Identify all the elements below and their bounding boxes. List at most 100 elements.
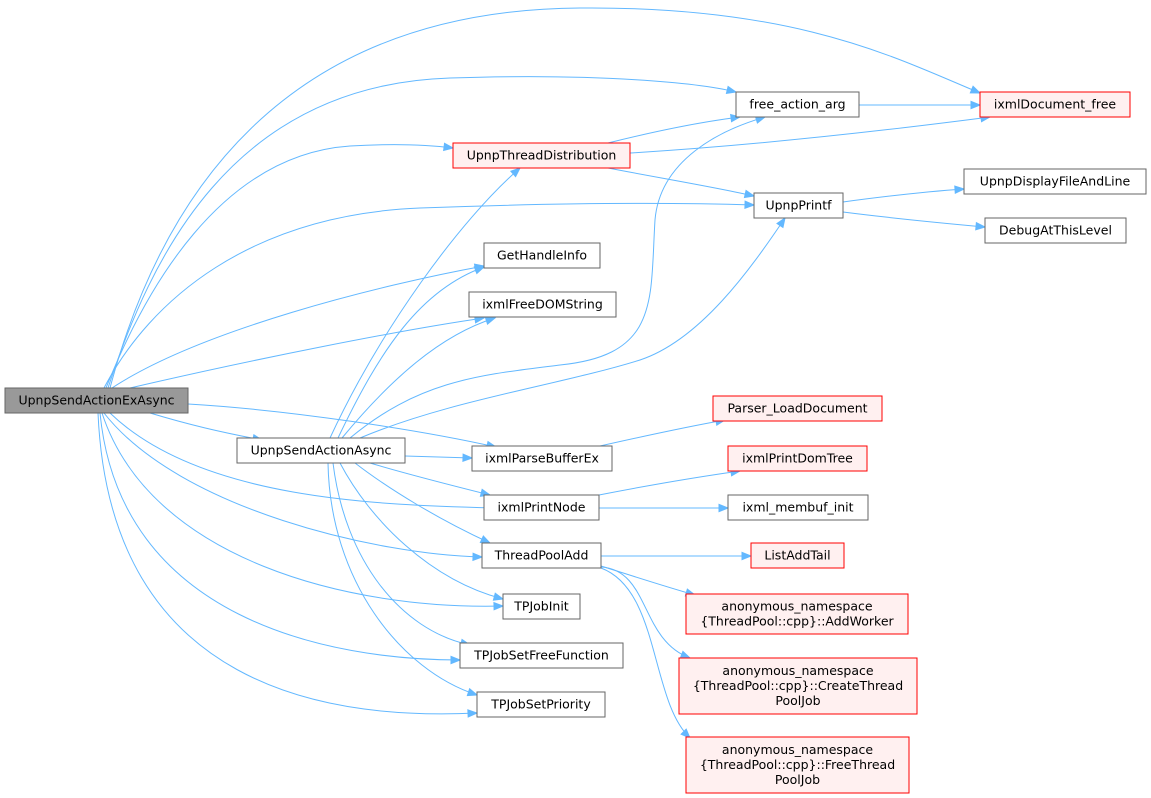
node-box: [452, 142, 631, 169]
node-ixmlDocument_free[interactable]: ixmlDocument_free: [979, 91, 1131, 118]
node-box: [984, 217, 1127, 244]
edge-root-to-UpnpThreadDistribution: [105, 142, 455, 389]
node-free_action_arg[interactable]: free_action_arg: [735, 91, 860, 118]
node-box: [963, 168, 1147, 195]
node-DebugAtThisLevel[interactable]: DebugAtThisLevel: [984, 217, 1127, 244]
edge-root-to-GetHandleInfo: [111, 263, 486, 389]
node-label: anonymous_namespace: [722, 742, 873, 757]
edge-arrowhead: [776, 216, 786, 229]
node-UpnpDisplayFileAndLine[interactable]: UpnpDisplayFileAndLine: [963, 168, 1147, 195]
node-TPJobSetFreeFunction[interactable]: TPJobSetFreeFunction: [459, 642, 624, 669]
node-label: ThreadPoolAdd: [494, 548, 589, 563]
edge-line: [842, 188, 965, 203]
edge-arrowhead: [462, 453, 474, 463]
node-ixml_membuf_init[interactable]: ixml_membuf_init: [727, 494, 869, 521]
node-label: TPJobSetFreeFunction: [473, 648, 609, 663]
edge-line: [97, 412, 478, 715]
edge-UpnpSendActionAsync-to-ThreadPoolAdd: [354, 462, 492, 544]
node-root[interactable]: UpnpSendActionExAsync: [4, 387, 189, 414]
edge-ixmlPrintNode-to-ixmlPrintDomTree: [598, 468, 742, 496]
edge-arrowhead: [679, 650, 692, 659]
node-box: [4, 387, 189, 414]
edge-arrowhead: [725, 85, 738, 95]
node-Parser_LoadDocument[interactable]: Parser_LoadDocument: [712, 395, 883, 422]
edge-root-to-TPJobInit: [101, 412, 505, 611]
node-label: PoolJob: [775, 772, 820, 787]
edge-free_action_arg-to-ixmlDocument_free: [859, 100, 982, 110]
node-box: [481, 542, 602, 569]
node-label: anonymous_namespace: [721, 599, 872, 614]
node-label: UpnpSendActionAsync: [251, 443, 392, 458]
edge-root-to-ixmlFreeDOMString: [129, 315, 486, 389]
node-UpnpPrintf[interactable]: UpnpPrintf: [753, 192, 844, 219]
edge-line: [349, 116, 766, 439]
edge-line: [103, 202, 755, 389]
edge-line: [105, 144, 454, 389]
node-UpnpSendActionAsync[interactable]: UpnpSendActionAsync: [236, 437, 406, 464]
edge-UpnpThreadDistribution-to-free_action_arg: [607, 113, 742, 144]
node-box: [236, 437, 406, 464]
node-label: ixmlParseBufferEx: [485, 451, 599, 466]
node-box: [750, 542, 845, 569]
node-label: anonymous_namespace: [722, 663, 873, 678]
node-box: [502, 593, 581, 620]
node-label: {ThreadPool::cpp}::FreeThread: [700, 757, 895, 772]
node-GetHandleInfo[interactable]: GetHandleInfo: [483, 242, 601, 269]
node-ThreadPoolAdd[interactable]: ThreadPoolAdd: [481, 542, 602, 569]
edge-line: [607, 116, 741, 144]
nodes-layer: UpnpSendActionExAsync ixmlDocument_free fr…: [4, 91, 1147, 794]
edge-arrowhead: [466, 687, 479, 697]
node-ixmlPrintDomTree[interactable]: ixmlPrintDomTree: [727, 445, 868, 472]
node-box: [468, 291, 617, 318]
edge-arrowhead: [443, 142, 455, 152]
edge-arrowhead: [509, 167, 522, 178]
edge-ixmlParseBufferEx-to-Parser_LoadDocument: [599, 417, 727, 447]
edge-ThreadPoolAdd-to-ListAddTail: [601, 551, 753, 561]
node-FreeThreadPoolJob[interactable]: anonymous_namespace{ThreadPool::cpp}::Fr…: [685, 736, 910, 794]
edge-UpnpPrintf-to-DebugAtThisLevel: [842, 211, 987, 231]
edge-line: [103, 412, 483, 558]
edge-root-to-UpnpPrintf: [103, 200, 756, 389]
edge-UpnpSendActionAsync-to-UpnpThreadDistribution: [329, 167, 522, 439]
edge-root-to-TPJobSetFreeFunction: [99, 412, 462, 665]
edge-line: [339, 462, 504, 600]
node-label: UpnpDisplayFileAndLine: [980, 174, 1131, 189]
edge-line: [607, 167, 755, 197]
node-label: ixmlDocument_free: [994, 97, 1116, 112]
node-label: Parser_LoadDocument: [727, 401, 867, 416]
node-box: [459, 642, 624, 669]
edge-line: [129, 317, 485, 389]
edge-ThreadPoolAdd-to-FreeThreadPoolJob: [600, 567, 691, 739]
edge-arrowhead: [467, 709, 479, 718]
node-label: PoolJob: [775, 693, 820, 708]
edge-arrowhead: [479, 535, 492, 544]
edge-arrowhead: [730, 113, 742, 123]
node-label: UpnpSendActionExAsync: [18, 393, 174, 408]
edge-arrowhead: [450, 655, 462, 665]
node-CreateThreadPoolJob[interactable]: anonymous_namespace{ThreadPool::cpp}::Cr…: [678, 657, 918, 715]
node-ListAddTail[interactable]: ListAddTail: [750, 542, 845, 569]
edge-line: [107, 76, 737, 389]
edge-arrowhead: [472, 552, 484, 562]
edge-UpnpPrintf-to-UpnpDisplayFileAndLine: [842, 185, 966, 203]
edge-line: [404, 455, 473, 459]
edge-line: [111, 265, 485, 389]
edge-UpnpSendActionAsync-to-ixmlFreeDOMString: [341, 316, 497, 439]
node-label: ListAddTail: [764, 548, 830, 563]
node-AddWorker[interactable]: anonymous_namespace{ThreadPool::cpp}::Ad…: [685, 593, 909, 635]
node-UpnpThreadDistribution[interactable]: UpnpThreadDistribution: [452, 142, 631, 169]
edge-UpnpSendActionAsync-to-UpnpPrintf: [359, 216, 786, 439]
node-ixmlPrintNode[interactable]: ixmlPrintNode: [483, 494, 600, 521]
node-ixmlParseBufferEx[interactable]: ixmlParseBufferEx: [471, 445, 613, 472]
node-box: [727, 494, 869, 521]
edge-root-to-ixmlDocument_free: [109, 7, 982, 389]
edge-arrowhead: [744, 200, 756, 210]
node-TPJobInit[interactable]: TPJobInit: [502, 593, 581, 620]
node-TPJobSetPriority[interactable]: TPJobSetPriority: [476, 691, 606, 718]
node-ixmlFreeDOMString[interactable]: ixmlFreeDOMString: [468, 291, 617, 318]
edge-line: [109, 7, 981, 389]
edge-line: [341, 317, 496, 439]
node-label: TPJobSetPriority: [490, 697, 591, 712]
edge-arrowhead: [743, 189, 756, 199]
edge-arrowhead: [718, 503, 730, 513]
